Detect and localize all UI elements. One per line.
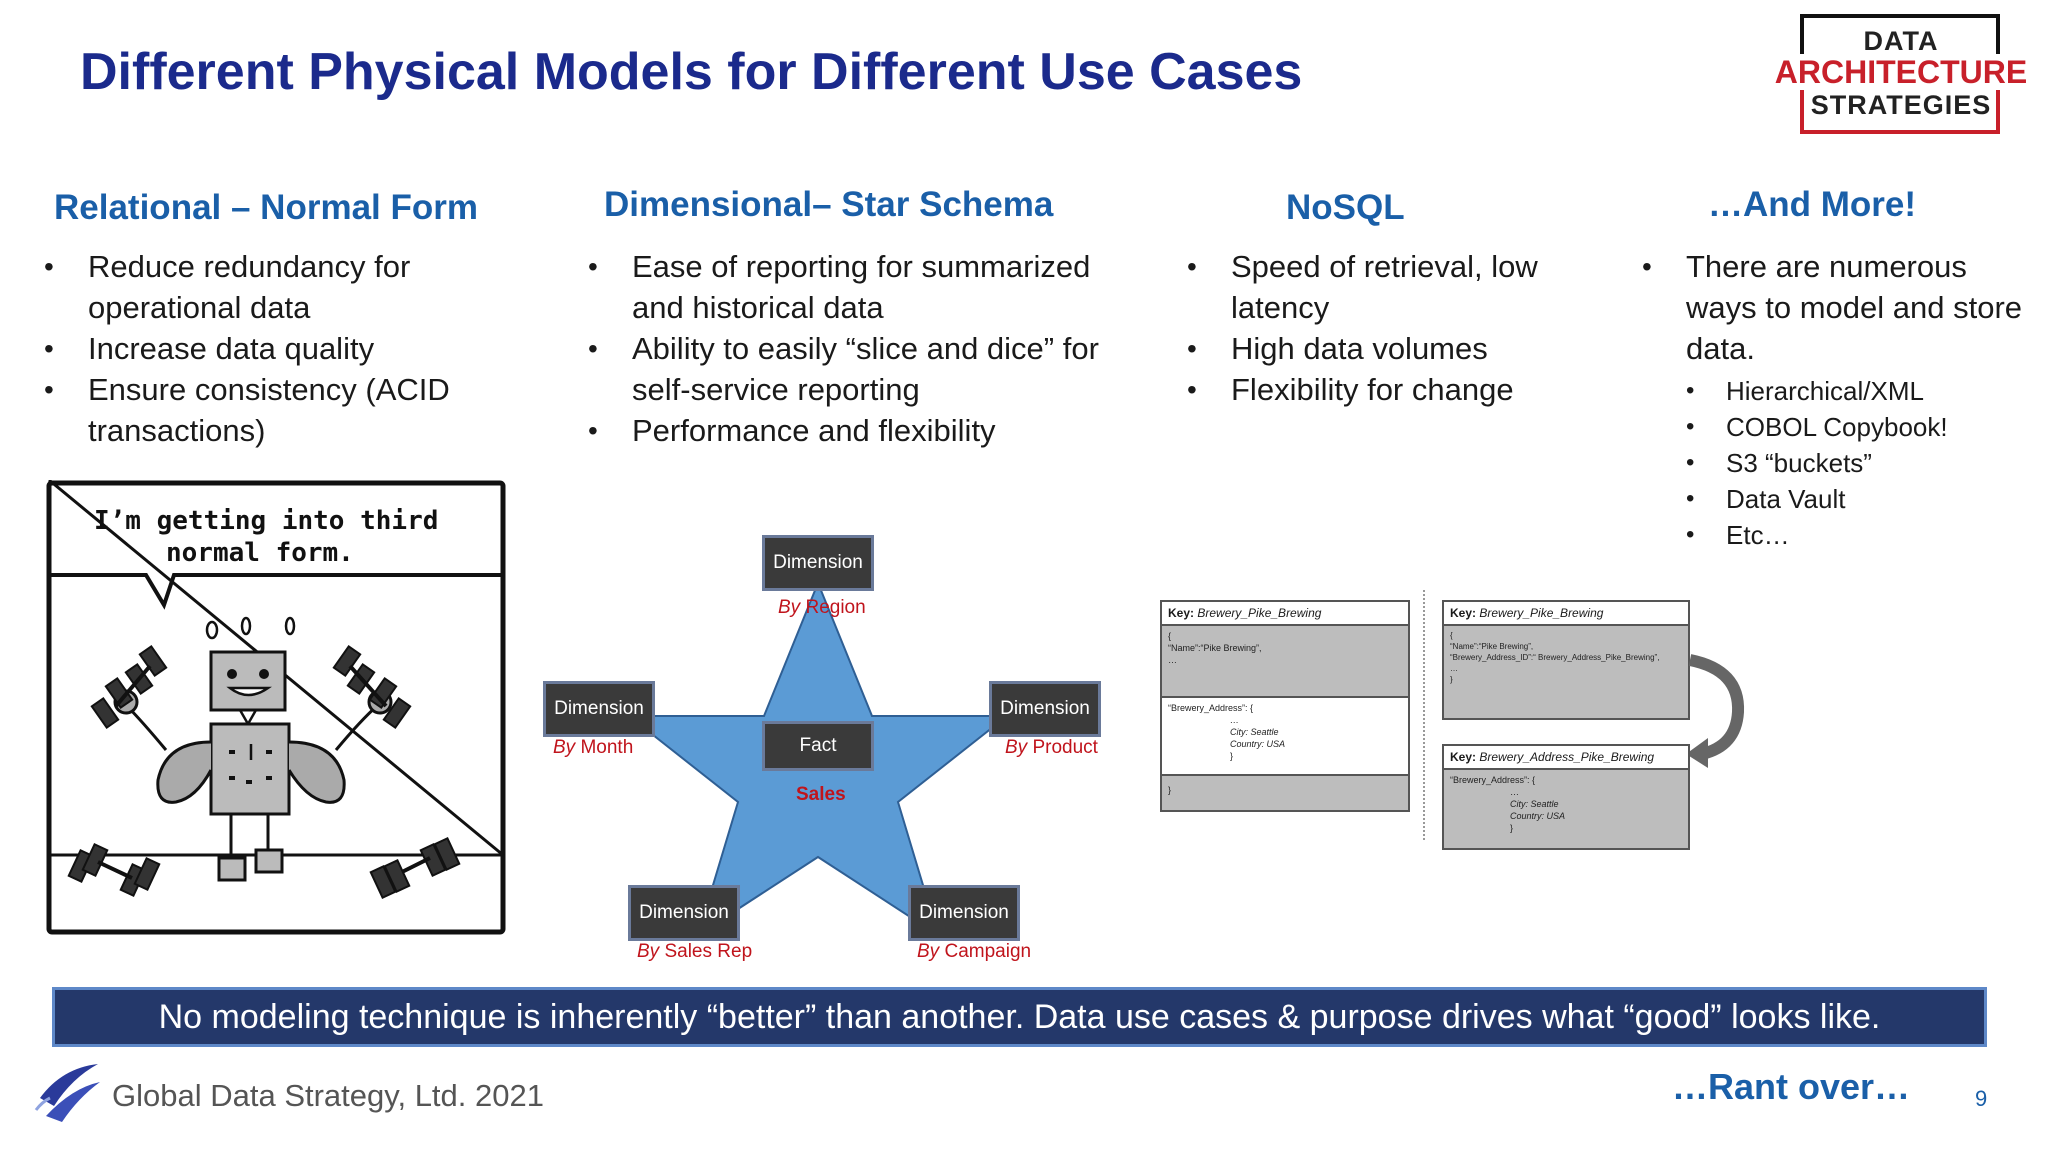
and-more-bullets: There are numerous ways to model and sto… [1640,246,2040,553]
dimension-box-sales-rep: Dimension [628,885,740,941]
by-word: By [917,941,940,962]
dimension-box-region: Dimension [762,535,874,591]
embedded-address-section: “Brewery_Address”: { … City: Seattle Cou… [1162,696,1408,776]
list-item: Flexibility for change [1185,369,1585,410]
list-item: Performance and flexibility [586,410,1146,451]
list-item: Reduce redundancy for operational data [42,246,462,328]
conclusion-banner: No modeling technique is inherently “bet… [52,987,1987,1047]
dimension-label-region: By Region [778,597,866,618]
nosql-document-reference: Key: Brewery_Pike_Brewing { “Name”:“Pike… [1442,600,1690,720]
relational-bullets: Reduce redundancy for operational data I… [42,246,462,451]
sub-list-item: Etc… [1686,517,2040,553]
list-item: Ensure consistency (ACID transactions) [42,369,462,451]
list-item: There are numerous ways to model and sto… [1640,246,2040,369]
nosql-document-address: Key: Brewery_Address_Pike_Brewing “Brewe… [1442,744,1690,850]
dimension-label-campaign: By Campaign [917,941,1032,962]
list-item: High data volumes [1185,328,1585,369]
list-item: Ease of reporting for summarized and his… [586,246,1146,328]
by-word: By [1005,737,1028,758]
nosql-document-embedded: Key: Brewery_Pike_Brewing { “Name”:“Pike… [1160,600,1410,812]
reference-arrow-icon [1686,654,1745,768]
by-word: By [778,597,801,618]
sub-list-container: Hierarchical/XML COBOL Copybook! S3 “buc… [1640,373,2040,553]
slide-title: Different Physical Models for Different … [80,43,1303,101]
rant-over-text: …Rant over… [1672,1066,1911,1107]
list-item: Increase data quality [42,328,462,369]
sub-list-item: COBOL Copybook! [1686,409,2040,445]
speech-bubble-line-2: normal form. [166,538,354,568]
by-word: By [637,941,660,962]
and-more-heading: …And More! [1708,185,1917,224]
doc-key: Key: Brewery_Pike_Brewing [1444,602,1688,626]
sub-list-item: S3 “buckets” [1686,445,2040,481]
dimensional-heading: Dimensional– Star Schema [604,185,1054,224]
sub-bullets: Hierarchical/XML COBOL Copybook! S3 “buc… [1686,373,2040,553]
sub-list-item: Data Vault [1686,481,2040,517]
star-schema-diagram: Dimension By Region Dimension By Month D… [540,535,1110,975]
fact-box: Fact [762,721,874,771]
speech-bubble-line-1: I’m getting into third [94,506,439,536]
nosql-bullets: Speed of retrieval, low latency High dat… [1185,246,1585,410]
dimensional-bullets: Ease of reporting for summarized and his… [586,246,1146,451]
dimension-label-sales-rep: By Sales Rep [637,941,753,962]
divider [1423,590,1425,840]
nosql-heading: NoSQL [1286,188,1405,227]
by-word: By [553,737,576,758]
footer-company: Global Data Strategy, Ltd. 2021 [112,1078,544,1113]
list-item: Speed of retrieval, low latency [1185,246,1585,328]
dimension-box-product: Dimension [989,681,1101,737]
dimension-label-product: By Product [1005,737,1098,758]
nosql-document-diagram: Key: Brewery_Pike_Brewing { “Name”:“Pike… [1160,590,1750,860]
robot-cartoon: I’m getting into third normal form. [46,478,506,935]
relational-heading: Relational – Normal Form [54,188,478,227]
sub-list-item: Hierarchical/XML [1686,373,2040,409]
page-number: 9 [1975,1086,1988,1111]
robot-lifting-weights-illustration [46,478,506,935]
dimension-box-month: Dimension [543,681,655,737]
doc-key: Key: Brewery_Address_Pike_Brewing [1444,746,1688,770]
list-item: Ability to easily “slice and dice” for s… [586,328,1146,410]
data-architecture-strategies-logo: DATA ARCHITECTURE STRATEGIES [1770,14,2032,134]
dimension-box-campaign: Dimension [908,885,1020,941]
dimension-label-month: By Month [553,737,634,758]
doc-key: Key: Brewery_Pike_Brewing [1162,602,1408,626]
fact-label-sales: Sales [796,784,846,805]
global-data-strategy-logo-icon [34,1064,100,1122]
